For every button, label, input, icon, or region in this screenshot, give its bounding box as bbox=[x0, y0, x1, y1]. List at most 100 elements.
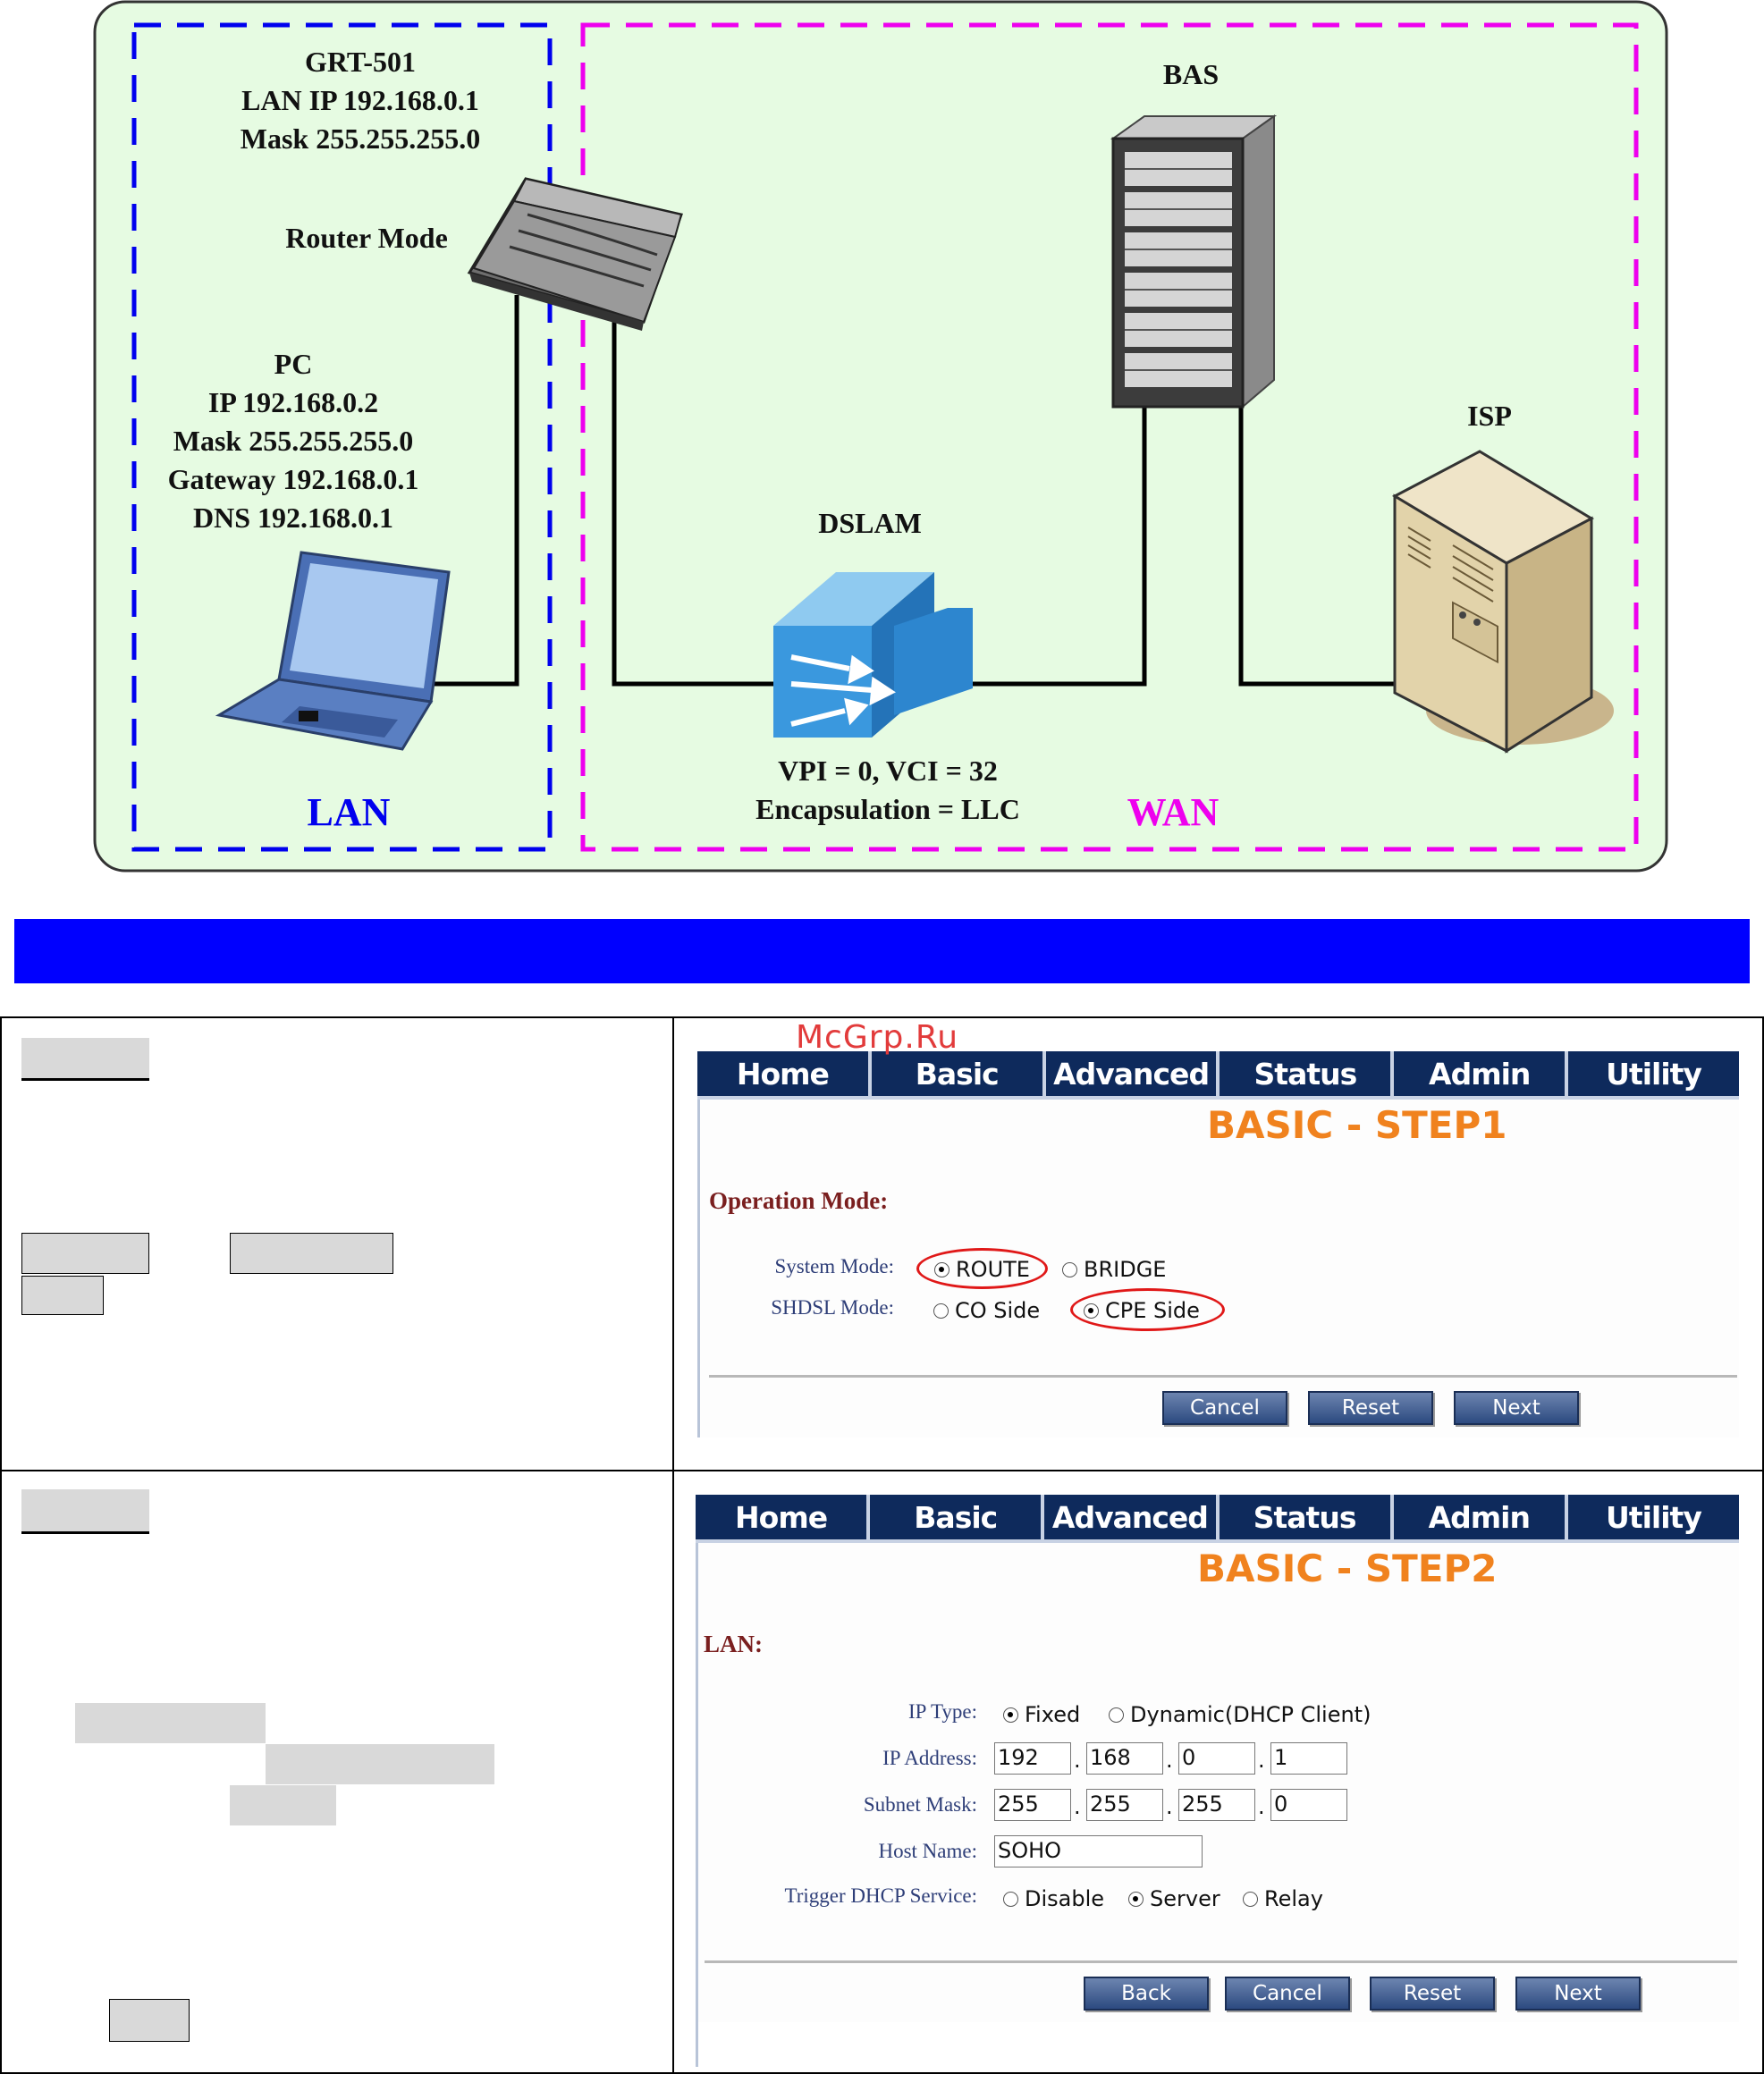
page-title: BASIC - STEP2 bbox=[1197, 1547, 1498, 1590]
back-button[interactable]: Back bbox=[1084, 1977, 1209, 2011]
dhcp-disable[interactable]: Disable bbox=[1003, 1886, 1104, 1911]
dhcp-service-label: Trigger DHCP Service: bbox=[784, 1884, 977, 1907]
divider bbox=[709, 1375, 1737, 1378]
nav-underline bbox=[697, 1096, 1739, 1100]
router-mask: Mask 255.255.255.0 bbox=[241, 122, 480, 155]
radio-icon[interactable] bbox=[1109, 1707, 1124, 1723]
redacted-text bbox=[21, 1233, 149, 1274]
pc-dns: DNS 192.168.0.1 bbox=[193, 502, 393, 534]
nav-advanced[interactable]: Advanced bbox=[1044, 1495, 1220, 1539]
option-label: BRIDGE bbox=[1084, 1257, 1167, 1282]
pc-ip: IP 192.168.0.2 bbox=[208, 386, 378, 418]
radio-icon[interactable] bbox=[1128, 1891, 1144, 1907]
subnet-mask-octet-4[interactable]: 0 bbox=[1270, 1789, 1347, 1821]
octet-separator: . bbox=[1166, 1794, 1173, 1819]
radio-icon[interactable] bbox=[1003, 1707, 1018, 1723]
nav-home[interactable]: Home bbox=[697, 1051, 872, 1096]
lan-label: LAN bbox=[308, 790, 391, 834]
top-nav: Home Basic Advanced Status Admin Utility bbox=[697, 1051, 1739, 1096]
redacted-text bbox=[266, 1744, 494, 1784]
dhcp-server[interactable]: Server bbox=[1128, 1886, 1220, 1911]
system-mode-label: System Mode: bbox=[774, 1255, 894, 1277]
nav-status[interactable]: Status bbox=[1220, 1051, 1395, 1096]
network-links bbox=[434, 295, 1402, 687]
redacted-text bbox=[109, 1999, 190, 2042]
nav-basic[interactable]: Basic bbox=[870, 1495, 1045, 1539]
nav-utility[interactable]: Utility bbox=[1567, 1495, 1740, 1539]
nav-status[interactable]: Status bbox=[1219, 1495, 1394, 1539]
ip-address-octet-1[interactable]: 192 bbox=[994, 1742, 1071, 1775]
laptop-icon bbox=[215, 551, 451, 751]
divider bbox=[705, 1960, 1737, 1963]
option-label: CO Side bbox=[955, 1298, 1041, 1323]
frame-left-border bbox=[696, 1543, 698, 2067]
bas-label: BAS bbox=[1163, 58, 1219, 90]
ip-address-label: IP Address: bbox=[882, 1747, 977, 1769]
redacted-text bbox=[75, 1703, 266, 1743]
nav-utility[interactable]: Utility bbox=[1568, 1051, 1739, 1096]
radio-icon[interactable] bbox=[933, 1303, 949, 1319]
dhcp-relay[interactable]: Relay bbox=[1243, 1886, 1323, 1911]
subnet-mask-octet-3[interactable]: 255 bbox=[1178, 1789, 1255, 1821]
section-banner bbox=[14, 919, 1750, 983]
section-heading: Operation Mode: bbox=[709, 1187, 889, 1214]
ip-address-octet-3[interactable]: 0 bbox=[1178, 1742, 1255, 1775]
subnet-mask-octet-2[interactable]: 255 bbox=[1086, 1789, 1163, 1821]
dslam-vpi-vci: VPI = 0, VCI = 32 bbox=[778, 755, 998, 787]
radio-icon[interactable] bbox=[1243, 1891, 1258, 1907]
option-label: Fixed bbox=[1025, 1702, 1081, 1727]
network-diagram: GRT-501 LAN IP 192.168.0.1 Mask 255.255.… bbox=[93, 0, 1668, 873]
octet-separator: . bbox=[1258, 1748, 1265, 1773]
ip-type-dynamic[interactable]: Dynamic(DHCP Client) bbox=[1109, 1702, 1371, 1727]
top-nav: Home Basic Advanced Status Admin Utility bbox=[696, 1495, 1740, 1539]
subnet-mask-octet-1[interactable]: 255 bbox=[994, 1789, 1071, 1821]
nav-advanced[interactable]: Advanced bbox=[1045, 1051, 1220, 1096]
nav-admin[interactable]: Admin bbox=[1393, 1495, 1568, 1539]
router-lan-ip: LAN IP 192.168.0.1 bbox=[241, 84, 479, 116]
redacted-step-label bbox=[21, 1038, 149, 1081]
table-row-divider bbox=[2, 1470, 1762, 1471]
next-button[interactable]: Next bbox=[1454, 1391, 1579, 1425]
ip-address-octet-4[interactable]: 1 bbox=[1270, 1742, 1347, 1775]
watermark: McGrp.Ru bbox=[796, 1019, 959, 1056]
nav-basic[interactable]: Basic bbox=[871, 1051, 1046, 1096]
host-name-label: Host Name: bbox=[878, 1840, 977, 1862]
cancel-button[interactable]: Cancel bbox=[1162, 1391, 1287, 1425]
dslam-encapsulation: Encapsulation = LLC bbox=[755, 793, 1020, 825]
reset-button[interactable]: Reset bbox=[1308, 1391, 1433, 1425]
option-label: Relay bbox=[1264, 1886, 1323, 1911]
radio-icon[interactable] bbox=[1062, 1261, 1077, 1277]
pc-gateway: Gateway 192.168.0.1 bbox=[168, 463, 419, 495]
octet-separator: . bbox=[1166, 1748, 1173, 1773]
redacted-text bbox=[21, 1276, 104, 1315]
subnet-mask-label: Subnet Mask: bbox=[863, 1793, 977, 1816]
nav-home[interactable]: Home bbox=[696, 1495, 871, 1539]
pc-name: PC bbox=[274, 348, 313, 380]
highlight-circle bbox=[1070, 1288, 1225, 1331]
octet-separator: . bbox=[1074, 1794, 1081, 1819]
cancel-button[interactable]: Cancel bbox=[1225, 1977, 1350, 2011]
router-icon bbox=[467, 177, 683, 331]
lan-zone bbox=[131, 22, 553, 852]
redacted-step-label bbox=[21, 1489, 149, 1534]
option-label: Dynamic(DHCP Client) bbox=[1130, 1702, 1372, 1727]
pc-mask: Mask 255.255.255.0 bbox=[173, 425, 413, 457]
option-label: Server bbox=[1150, 1886, 1220, 1911]
section-heading: LAN: bbox=[704, 1631, 763, 1657]
page-title: BASIC - STEP1 bbox=[1207, 1103, 1507, 1147]
system-mode-bridge[interactable]: BRIDGE bbox=[1062, 1257, 1166, 1282]
octet-separator: . bbox=[1258, 1794, 1265, 1819]
host-name-input[interactable]: SOHO bbox=[994, 1835, 1203, 1867]
next-button[interactable]: Next bbox=[1515, 1977, 1641, 2011]
dslam-icon bbox=[773, 572, 973, 738]
radio-icon[interactable] bbox=[1003, 1891, 1018, 1907]
ip-type-fixed[interactable]: Fixed bbox=[1003, 1702, 1080, 1727]
option-label: Disable bbox=[1025, 1886, 1105, 1911]
highlight-circle bbox=[916, 1248, 1048, 1289]
reset-button[interactable]: Reset bbox=[1370, 1977, 1495, 2011]
ip-address-octet-2[interactable]: 168 bbox=[1086, 1742, 1163, 1775]
nav-admin[interactable]: Admin bbox=[1394, 1051, 1569, 1096]
router-name: GRT-501 bbox=[305, 46, 416, 78]
redacted-text bbox=[230, 1233, 393, 1274]
shdsl-mode-co-side[interactable]: CO Side bbox=[933, 1298, 1040, 1323]
